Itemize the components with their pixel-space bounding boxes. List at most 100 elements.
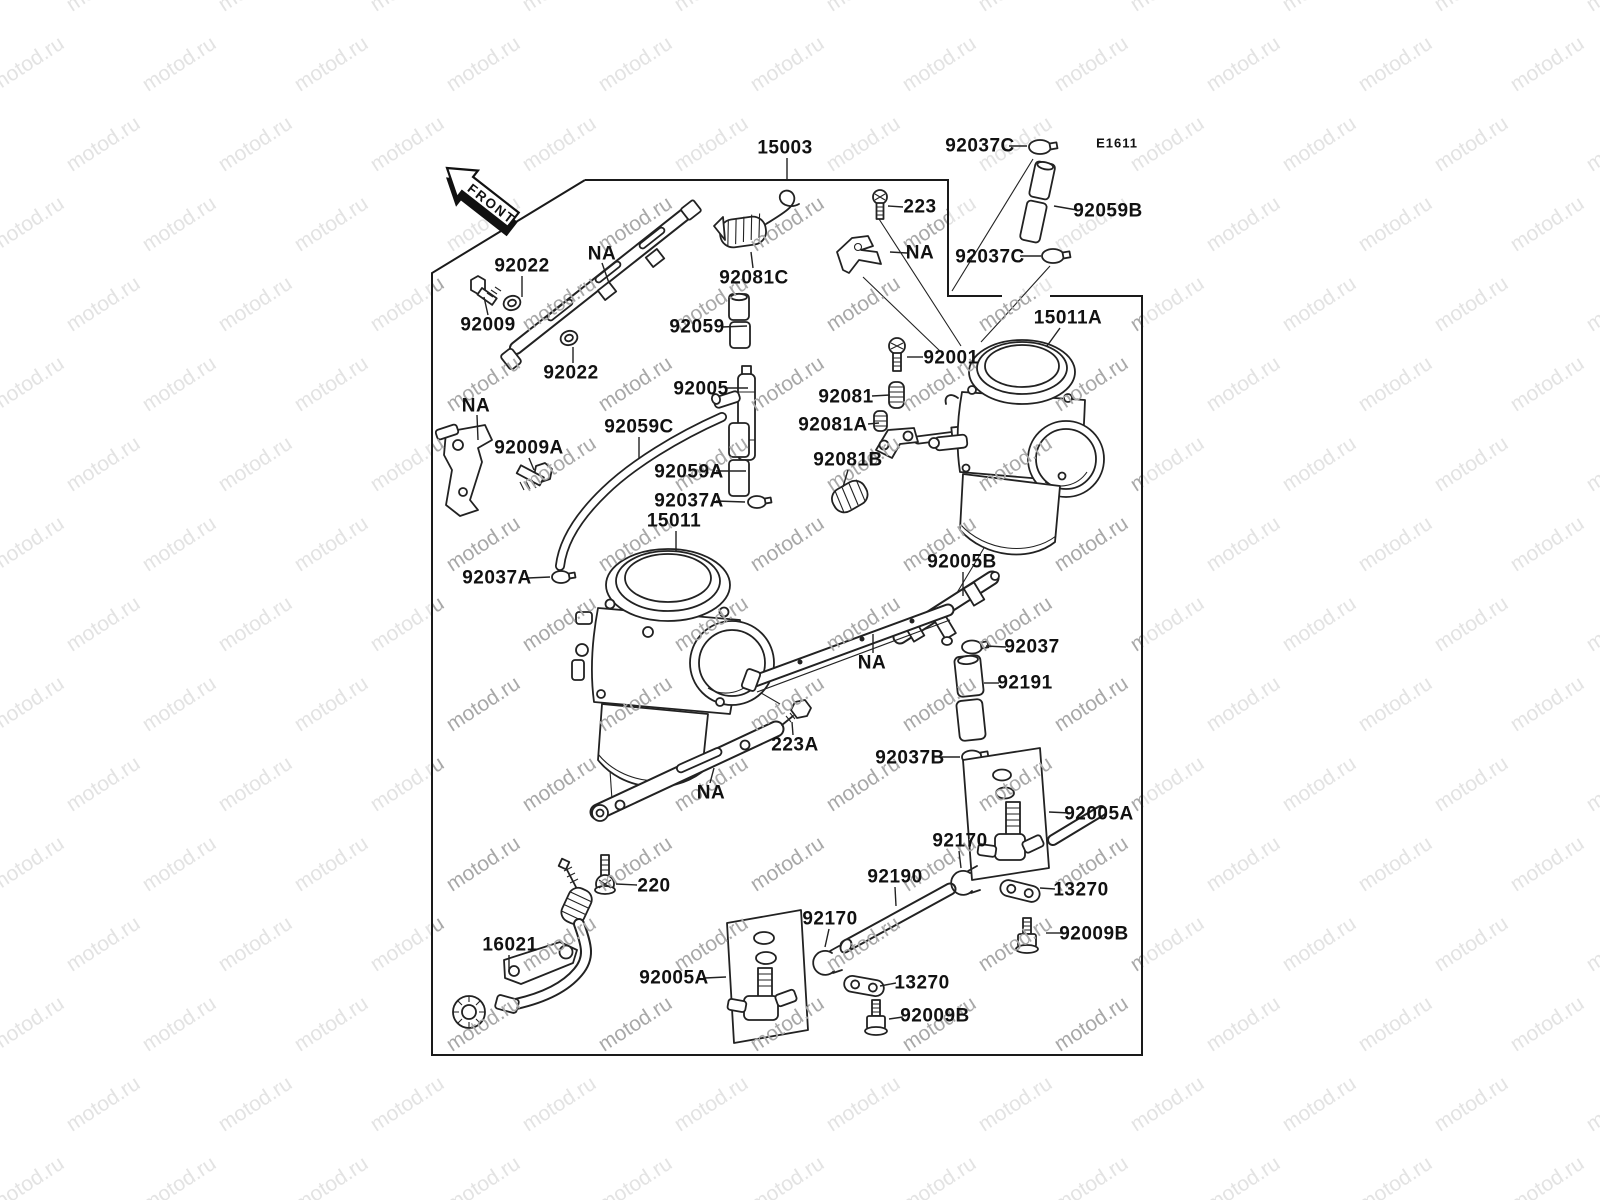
- washer-92022-a-drawing: [502, 294, 522, 312]
- leader-line-92081c-9: [750, 251, 754, 269]
- part-label-92037a-26: 92037A: [462, 568, 532, 589]
- leader-line-92170-39: [824, 928, 830, 948]
- part-label-92005b-25: 92005B: [927, 552, 997, 573]
- box-92005a-right-drawing: [962, 747, 1050, 881]
- upper-rail-na-drawing: [740, 603, 955, 693]
- leader-line-13270-42: [879, 982, 897, 987]
- leader-lines: [476, 145, 1078, 1020]
- cap-92037a-mid-drawing: [747, 495, 773, 509]
- leader-line-15011a-14: [1046, 327, 1061, 347]
- part-label-92081c-9: 92081C: [719, 268, 789, 289]
- part-label-na-28: NA: [858, 653, 886, 674]
- part-label-92059b-3: 92059B: [1073, 201, 1143, 222]
- clip-na-drawing: [836, 235, 882, 274]
- leader-line-92081a-17: [867, 422, 880, 425]
- leader-line-13270-36: [1039, 887, 1056, 890]
- part-label-92009-10: 92009: [460, 315, 515, 336]
- part-label-92037a-23: 92037A: [654, 491, 724, 512]
- part-label-92037b-31: 92037B: [875, 748, 945, 769]
- part-label-92037c-6: 92037C: [955, 247, 1025, 268]
- leader-line-92037a-23: [715, 500, 746, 503]
- part-label-92022-11: 92022: [543, 363, 598, 384]
- part-label-92170-39: 92170: [802, 909, 857, 930]
- bracket-13270-right-drawing: [999, 879, 1041, 903]
- part-label-92037c-1: 92037C: [945, 136, 1015, 157]
- bracket-13270-bottom-drawing: [843, 975, 885, 997]
- tube-92059b-drawing: [1019, 160, 1056, 244]
- bolt-92009-drawing: [470, 275, 502, 306]
- part-label-92081b-22: 92081B: [813, 450, 883, 471]
- part-label-92059c-19: 92059C: [604, 417, 674, 438]
- hose-92059c-drawing: [555, 412, 727, 571]
- leader-line-92009-10: [483, 296, 489, 316]
- part-label-na-8: NA: [588, 244, 616, 265]
- spring-92081b-drawing: [831, 479, 869, 514]
- leader-line-92037-27: [985, 645, 1007, 648]
- part-label-92005a-33: 92005A: [1064, 804, 1134, 825]
- part-label-na-32: NA: [697, 783, 725, 804]
- part-label-92170-34: 92170: [932, 831, 987, 852]
- part-label-223a-30: 223A: [771, 735, 818, 756]
- part-label-na-5: NA: [906, 243, 934, 264]
- leader-line-92005a-33: [1048, 811, 1071, 814]
- leader-line-92059b-3: [1053, 205, 1078, 211]
- leader-line-223-4: [887, 205, 904, 208]
- part-label-na-18: NA: [462, 396, 490, 417]
- part-label-92191-29: 92191: [997, 673, 1052, 694]
- cap-92037a-left-drawing: [551, 570, 577, 584]
- part-label-92081-16: 92081: [818, 387, 873, 408]
- leader-line-92059-12: [721, 325, 748, 328]
- cable-16021-drawing: [452, 857, 593, 1029]
- leader-line-92190-35: [894, 886, 897, 907]
- leader-line-na-5: [889, 251, 908, 254]
- part-label-13270-36: 13270: [1053, 880, 1108, 901]
- leader-line-92081b-22: [842, 469, 849, 488]
- leader-line-na-32: [709, 767, 715, 784]
- leader-line-na-18: [476, 414, 479, 441]
- carburetor-right-drawing: [928, 339, 1105, 556]
- clamp-92170-left-drawing: [812, 945, 843, 976]
- leader-line-92037a-26: [527, 576, 551, 579]
- carburetor-left-drawing: [571, 548, 775, 788]
- part-label-e1611-2: E1611: [1096, 136, 1138, 151]
- spring-92081a-drawing: [873, 410, 888, 432]
- part-label-92037-27: 92037: [1004, 637, 1059, 658]
- bolt-92009a-drawing: [515, 462, 553, 491]
- hose-92190-drawing: [839, 805, 1107, 954]
- part-label-92022-7: 92022: [494, 256, 549, 277]
- choke-bracket-drawing: [500, 199, 702, 371]
- part-label-92059a-21: 92059A: [654, 462, 724, 483]
- part-label-92009b-43: 92009B: [900, 1006, 970, 1027]
- screw-223-drawing: [872, 189, 888, 220]
- leader-line-92009b-43: [888, 1016, 904, 1020]
- part-label-13270-42: 13270: [894, 973, 949, 994]
- leader-line-220-37: [615, 883, 638, 886]
- part-label-92059-12: 92059: [669, 317, 724, 338]
- part-label-92005-15: 92005: [673, 379, 728, 400]
- diagram-border: [431, 179, 1143, 1056]
- tube-92059a-drawing: [728, 422, 750, 497]
- tube-92191-drawing: [953, 654, 987, 742]
- leader-line-na-8: [601, 262, 610, 284]
- lower-bracket-na-drawing: [589, 720, 785, 822]
- washer-92022-b-drawing: [559, 329, 579, 347]
- cap-92037c-lower-drawing: [1041, 248, 1072, 264]
- front-arrow-face: [445, 166, 521, 229]
- screw-92001-drawing: [888, 337, 906, 372]
- leader-line-92005a-41: [704, 976, 727, 979]
- leader-line-92081-16: [871, 394, 891, 397]
- part-label-220-37: 220: [637, 876, 670, 897]
- part-label-223-4: 223: [903, 197, 936, 218]
- part-label-15011a-14: 15011A: [1034, 308, 1103, 329]
- leader-line-223a-30: [791, 721, 794, 736]
- cap-92037c-top-drawing: [1028, 139, 1059, 155]
- box-92005a-left-drawing: [726, 909, 809, 1044]
- part-label-92190-35: 92190: [867, 867, 922, 888]
- part-label-92001-13: 92001: [923, 348, 978, 369]
- left-bracket-na-drawing: [434, 423, 493, 517]
- leader-line-92170-34: [958, 850, 962, 869]
- part-label-92081a-17: 92081A: [798, 415, 868, 436]
- part-label-92005a-41: 92005A: [639, 968, 709, 989]
